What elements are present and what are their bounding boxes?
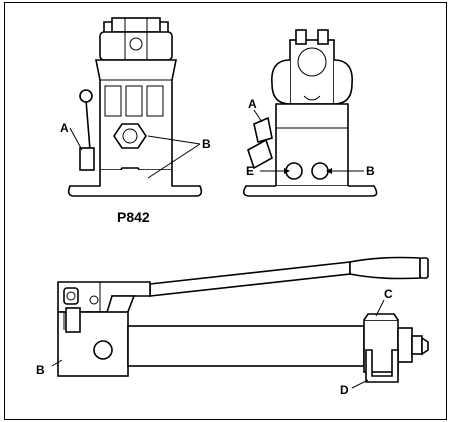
pump-view: B C D — [36, 256, 429, 397]
side-label-a: A — [248, 97, 257, 111]
front-view: A B P842 — [60, 17, 211, 225]
pump-label-b: B — [36, 363, 45, 377]
front-label-a: A — [60, 121, 69, 135]
pump-label-c: C — [384, 287, 393, 301]
pump-label-d: D — [340, 383, 349, 397]
side-label-e: E — [246, 164, 254, 178]
side-label-b: B — [366, 164, 375, 178]
front-label-b: B — [202, 137, 211, 151]
model-label: P842 — [117, 209, 150, 225]
side-view: A E B — [242, 29, 378, 197]
